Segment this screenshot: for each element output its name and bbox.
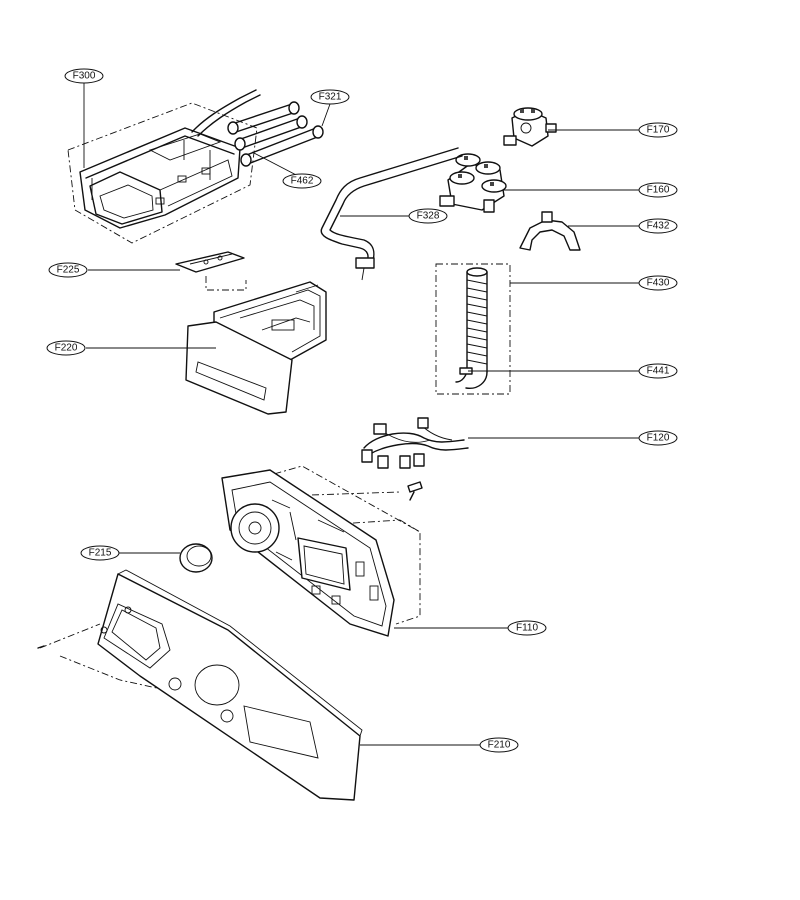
part-f160-triple-water-valve: [439, 153, 507, 213]
part-f110-control-panel: [221, 465, 423, 637]
part-f432-bracket: [519, 211, 581, 251]
label-f170: F170: [638, 122, 678, 138]
label-text: F321: [319, 92, 342, 103]
part-f321-hoses: [227, 101, 324, 167]
label-f462: F462: [282, 173, 322, 189]
label-text: F160: [647, 185, 670, 196]
leader-lines: [83, 82, 640, 746]
label-text: F430: [647, 278, 670, 289]
label-f225: F225: [48, 262, 88, 278]
label-f300: F300: [64, 68, 104, 84]
label-f110: F110: [507, 620, 547, 636]
label-text: F110: [516, 623, 538, 634]
label-text: F441: [647, 366, 670, 377]
label-f120: F120: [638, 430, 678, 446]
label-text: F432: [647, 221, 670, 232]
part-f210-front-panel: [37, 569, 363, 801]
part-f430-drain-hose: [435, 263, 511, 395]
label-f160: F160: [638, 182, 678, 198]
label-f210: F210: [479, 737, 519, 753]
label-f220: F220: [46, 340, 86, 356]
label-f432: F432: [638, 218, 678, 234]
label-text: F215: [89, 548, 112, 559]
part-f225-plate: [175, 251, 247, 291]
hose-ribs: [466, 279, 488, 365]
part-f300-dispenser-housing: [67, 89, 261, 244]
part-f215-knob: [179, 543, 213, 573]
label-text: F328: [417, 211, 440, 222]
label-text: F300: [73, 71, 96, 82]
label-text: F210: [488, 740, 511, 751]
label-f215: F215: [80, 545, 120, 561]
label-text: F225: [57, 265, 80, 276]
label-f441: F441: [638, 363, 678, 379]
label-text: F462: [291, 176, 314, 187]
label-text: F220: [55, 343, 78, 354]
part-f328-inlet-hose: [320, 147, 463, 281]
part-f220-drawer: [185, 281, 327, 415]
part-f170-water-valve: [503, 107, 557, 147]
label-f321: F321: [310, 89, 350, 105]
label-f430: F430: [638, 275, 678, 291]
label-text: F120: [647, 433, 670, 444]
label-text: F170: [647, 125, 670, 136]
part-f120-wire-harness: [361, 417, 469, 469]
label-f328: F328: [408, 208, 448, 224]
